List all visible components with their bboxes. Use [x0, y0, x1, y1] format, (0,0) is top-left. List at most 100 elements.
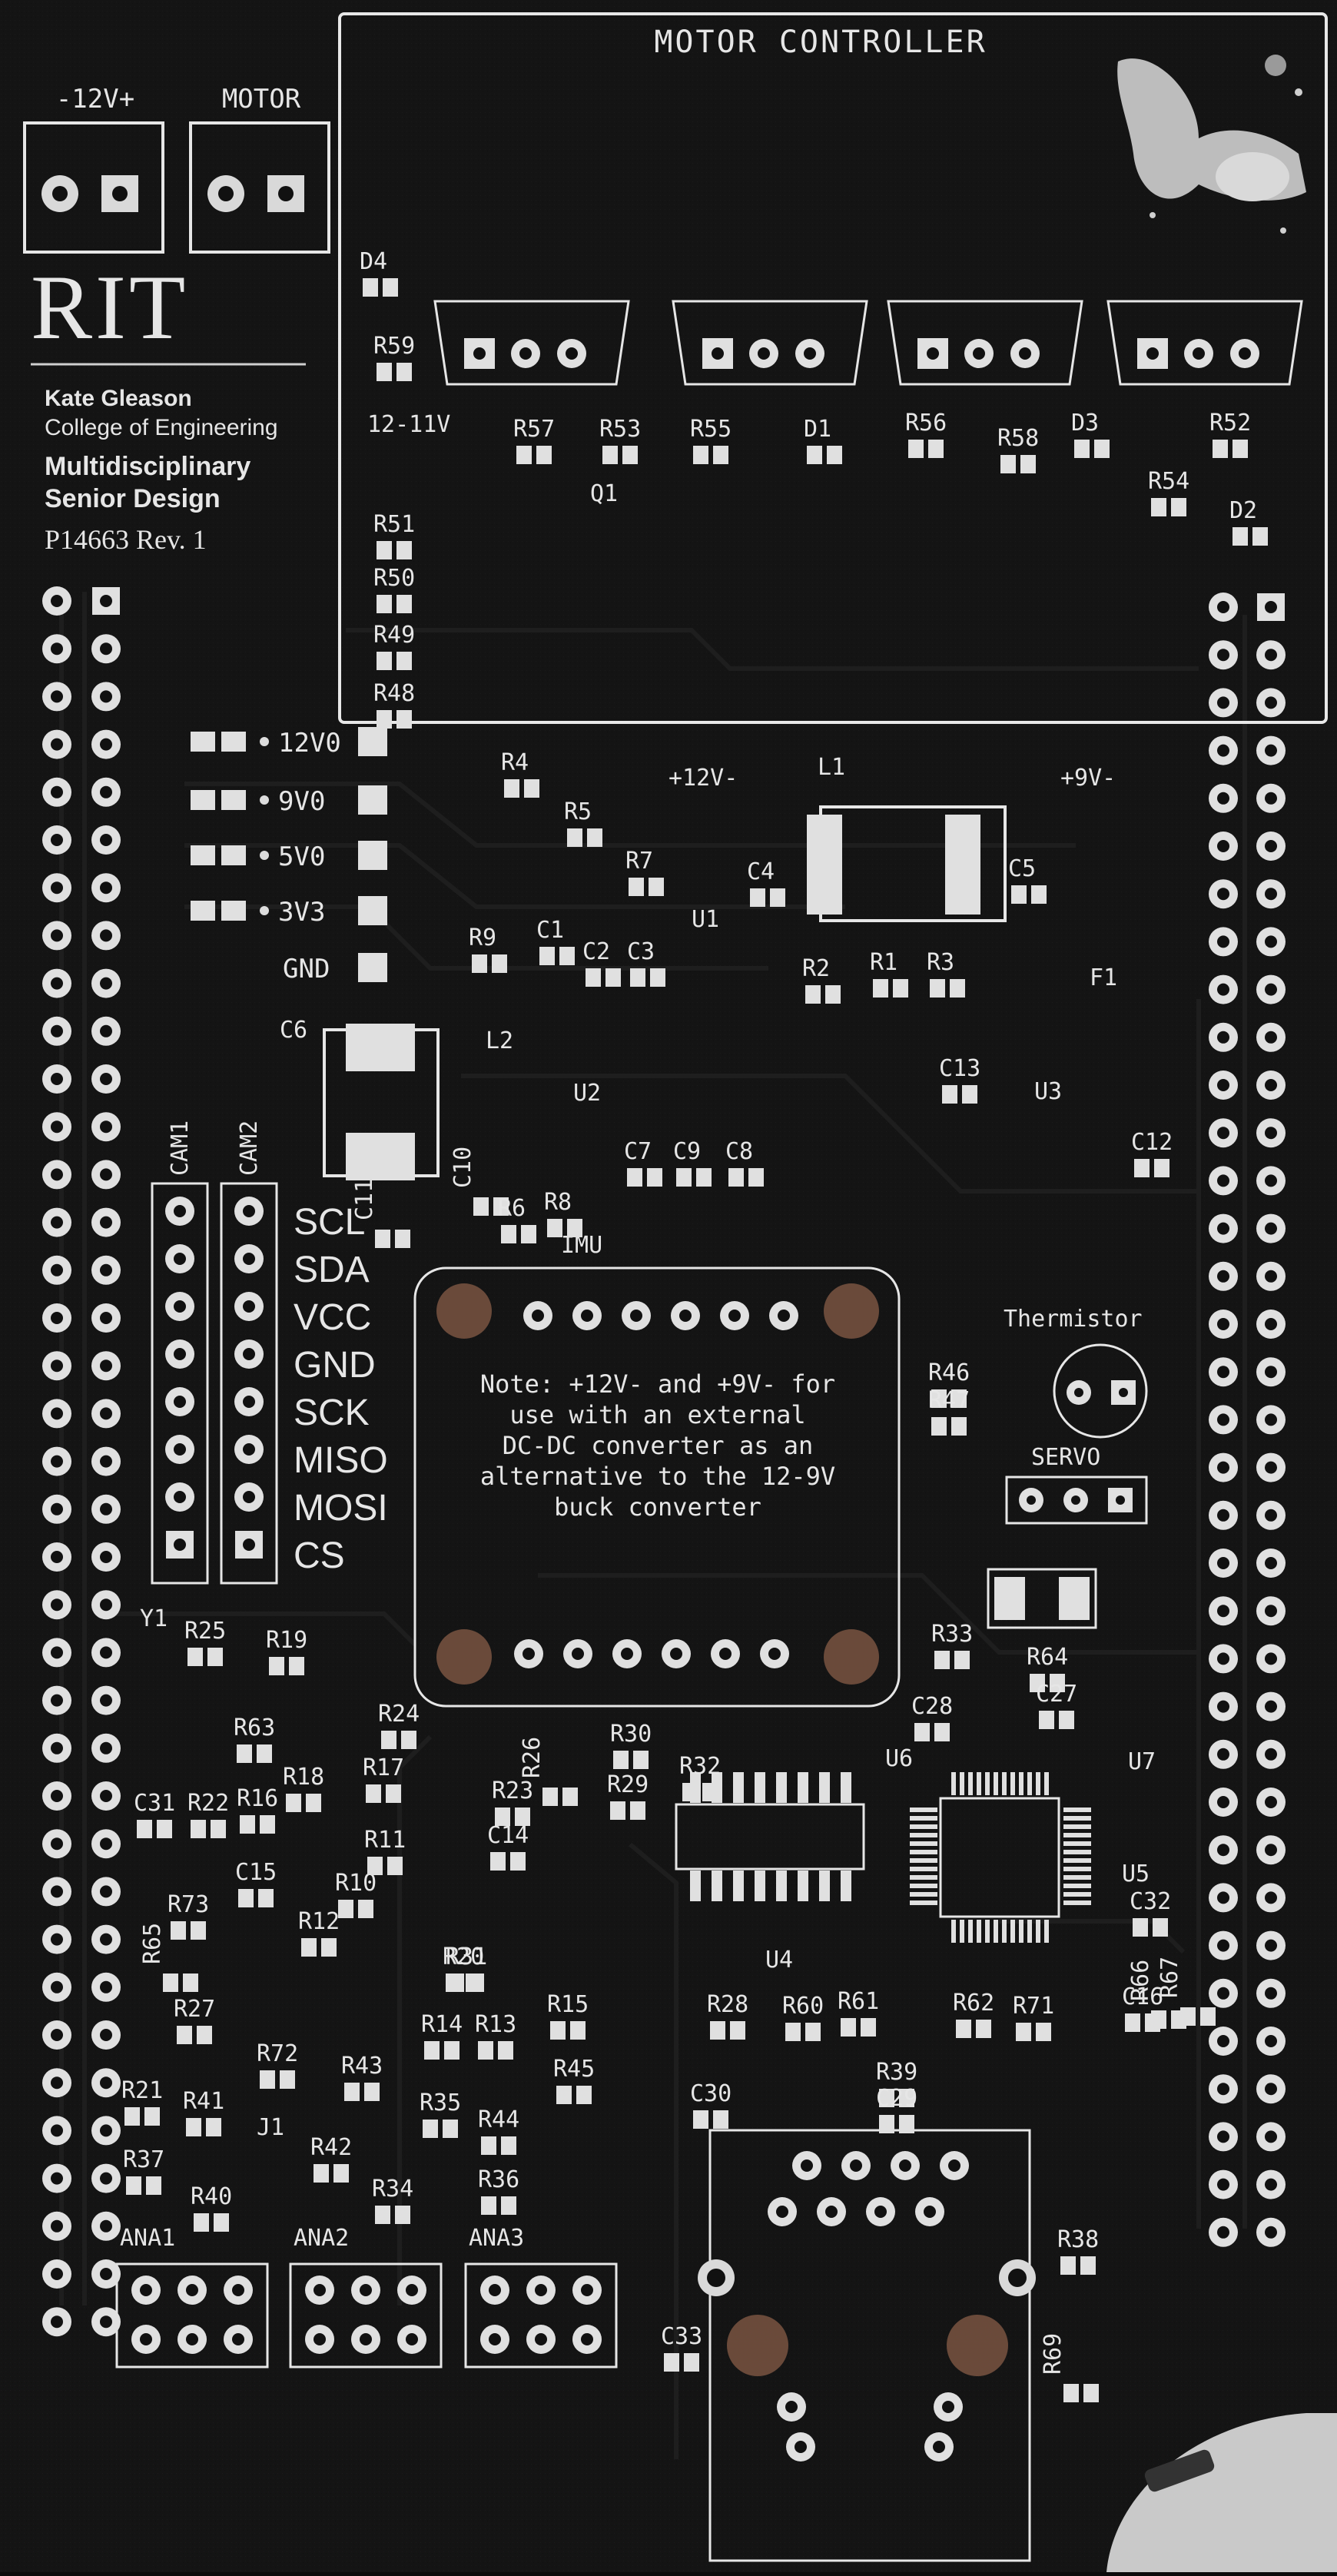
- smd-part: R8: [544, 1189, 582, 1237]
- component-label: R62: [953, 1990, 994, 2017]
- inductor-l2: C6: [280, 1017, 440, 1180]
- component-label: R22: [187, 1790, 229, 1817]
- college-line1: Kate Gleason: [45, 386, 192, 411]
- component-label: R58: [997, 425, 1039, 452]
- smd-part: C33: [661, 2323, 702, 2372]
- smd-part: R59: [373, 333, 415, 381]
- component-label: C3: [627, 938, 655, 965]
- smd-part: U6: [885, 1745, 913, 1772]
- component-label: R30: [610, 1721, 652, 1748]
- smd-part: R55: [690, 416, 732, 464]
- component-label: C33: [661, 2323, 702, 2350]
- smd-part: R60: [782, 1993, 824, 2041]
- component-label: C27: [1036, 1681, 1077, 1708]
- smd-part: J1: [257, 2114, 284, 2141]
- component-label: Y1: [140, 1605, 168, 1632]
- smd-part: C12: [1131, 1129, 1173, 1177]
- smd-part: R12: [298, 1908, 340, 1957]
- component-label: C5: [1008, 855, 1036, 882]
- component-label: R21: [121, 2077, 163, 2104]
- thermistor-label: Thermistor: [1004, 1306, 1143, 1333]
- smd-part: R30: [610, 1721, 652, 1769]
- smd-part: Q1: [590, 480, 618, 507]
- component-label: R2: [802, 955, 830, 982]
- smd-part: R26: [519, 1737, 578, 1806]
- component-label: C13: [939, 1055, 980, 1082]
- component-label: R67: [1156, 1957, 1183, 1998]
- component-label: R18: [283, 1764, 324, 1791]
- component-label: R69: [1040, 2333, 1067, 2375]
- smd-part: R69: [1040, 2333, 1099, 2402]
- smd-part: D4: [360, 248, 398, 297]
- component-label: R42: [310, 2134, 352, 2161]
- component-label: R28: [707, 1991, 748, 2018]
- smd-part: C4: [747, 858, 785, 907]
- smd-part: C2: [582, 938, 621, 987]
- smd-part: U4: [765, 1947, 793, 1973]
- l2-label: C6: [280, 1017, 307, 1044]
- smd-part: R73: [168, 1891, 209, 1940]
- component-label: R5: [564, 798, 592, 825]
- smd-part: C10: [450, 1147, 509, 1216]
- smd-part: C15: [235, 1859, 277, 1907]
- smd-part: C13: [939, 1055, 980, 1104]
- component-label: U2: [573, 1080, 601, 1107]
- component-label: R45: [553, 2056, 595, 2083]
- smd-part: R47: [928, 1387, 970, 1436]
- component-label: C32: [1130, 1888, 1171, 1915]
- smd-part: R16: [237, 1785, 278, 1834]
- component-label: U5: [1122, 1861, 1150, 1887]
- smd-part: R42: [310, 2134, 352, 2183]
- component-label: R13: [475, 2011, 516, 2038]
- component-label: R51: [373, 511, 415, 538]
- smd-part: R72: [257, 2040, 298, 2089]
- component-label: R3: [927, 949, 954, 976]
- smd-part: R62: [953, 1990, 994, 2038]
- edge-pin-headers: [42, 586, 1286, 2337]
- component-label: R20: [443, 1944, 484, 1970]
- motor-controller-outline: [338, 12, 1328, 724]
- mosfet-transistors: [433, 300, 1303, 386]
- smd-part: R27: [174, 1996, 215, 2044]
- astronaut-art-bottom: [1106, 2413, 1337, 2572]
- smd-part: R15: [547, 1991, 589, 2040]
- smd-part: R17: [363, 1754, 404, 1803]
- power-label-1: 9V0: [278, 786, 325, 817]
- rit-logo: RIT: [31, 256, 188, 358]
- smd-part: R28: [707, 1991, 748, 2040]
- smd-part: Y1: [140, 1605, 168, 1632]
- board-title: MOTOR CONTROLLER: [654, 25, 987, 60]
- component-label: C14: [487, 1822, 529, 1849]
- smd-part: R67: [1156, 1957, 1216, 2026]
- smd-part: R1: [870, 949, 908, 998]
- component-label: R33: [931, 1621, 973, 1648]
- smd-part: D2: [1229, 497, 1268, 546]
- component-label: R72: [257, 2040, 298, 2067]
- smd-part: C14: [487, 1822, 529, 1871]
- smd-part: R31: [446, 1944, 487, 1992]
- component-label: C28: [911, 1693, 953, 1720]
- smd-part: C5: [1008, 855, 1047, 904]
- smd-part: R64: [1027, 1644, 1068, 1692]
- component-label: R49: [373, 622, 415, 649]
- smd-part: R48: [373, 680, 415, 729]
- component-label: R41: [183, 2088, 224, 2115]
- label-12-11v: 12-11V: [367, 411, 450, 438]
- component-label: R53: [599, 416, 641, 443]
- component-label: R31: [446, 1944, 487, 1970]
- component-label: C7: [624, 1138, 652, 1165]
- smd-part: R51: [373, 511, 415, 559]
- component-label: U1: [692, 906, 719, 933]
- component-label: R6: [498, 1195, 526, 1222]
- component-label: R66: [1127, 1960, 1154, 2001]
- smd-part: R41: [183, 2088, 224, 2136]
- note-line-4: buck converter: [554, 1492, 761, 1522]
- component-label: C10: [450, 1147, 476, 1188]
- component-label: D1: [804, 416, 831, 443]
- power-label-3: 3V3: [278, 897, 325, 928]
- cam2-label: CAM2: [236, 1120, 263, 1176]
- power-label-4: GND: [283, 954, 330, 984]
